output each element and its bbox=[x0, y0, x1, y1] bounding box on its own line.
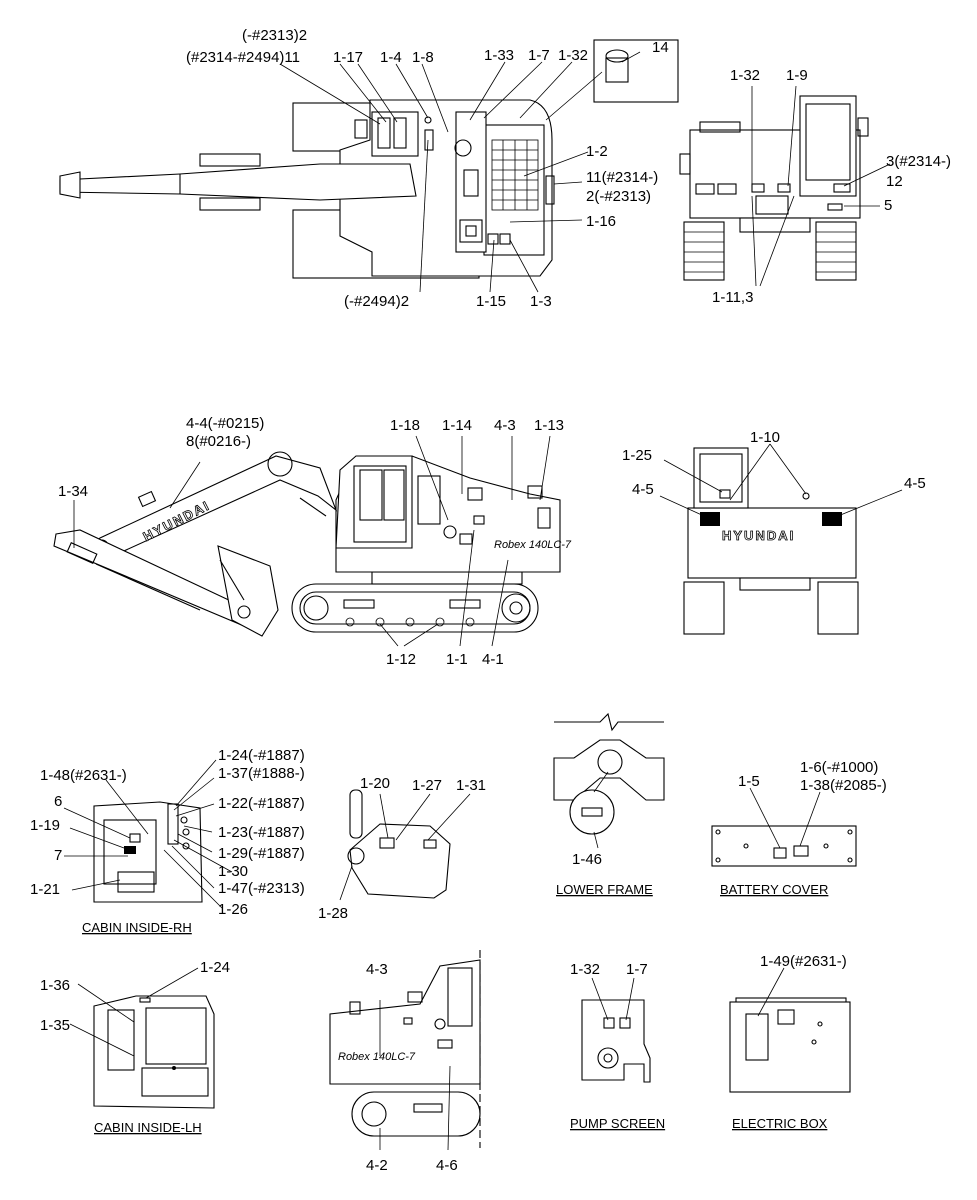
rear-top-label: 3(#2314-) bbox=[886, 153, 951, 170]
side-view-label: 1-18 bbox=[390, 417, 420, 434]
lower-frame: 1-46 LOWER FRAME bbox=[553, 712, 665, 897]
top-plan-label: 1-8 bbox=[412, 49, 434, 66]
pump-screen-label: 1-32 bbox=[570, 961, 600, 978]
rear-view-label: 4-5 bbox=[904, 475, 926, 492]
cabin-lh-caption: CABIN INSIDE-LH bbox=[94, 1120, 202, 1135]
console: 1-20 1-27 1-31 1-28 bbox=[318, 775, 486, 922]
side-partial-view: Robex 140LC-7 4-3 4-2 4-6 bbox=[329, 950, 481, 1174]
pump-screen: 1-32 1-7 PUMP SCREEN bbox=[570, 961, 665, 1131]
side-view-label: 1-34 bbox=[58, 483, 88, 500]
rear-brand: HYUNDAI bbox=[722, 528, 795, 543]
console-label: 1-31 bbox=[456, 777, 486, 794]
cabin-inside-lh: 1-24 1-36 1-35 CABIN INSIDE-LH bbox=[40, 959, 230, 1135]
side-partial-label: 4-3 bbox=[366, 961, 388, 978]
electric-box-label: 1-49(#2631-) bbox=[760, 953, 847, 970]
battery-cover: 1-6(-#1000) 1-38(#2085-) 1-5 BATTERY COV… bbox=[711, 759, 887, 897]
cabin-rh-label: 1-37(#1888-) bbox=[218, 765, 305, 782]
cabin-rh-label: 1-29(-#1887) bbox=[218, 845, 305, 862]
rear-top-label: 1-11,3 bbox=[712, 289, 753, 306]
cabin-rh-label: 7 bbox=[54, 847, 62, 864]
model-script: Robex 140LC-7 bbox=[494, 539, 572, 551]
cabin-lh-label: 1-24 bbox=[200, 959, 230, 976]
electric-box-caption: ELECTRIC BOX bbox=[732, 1116, 828, 1131]
top-plan-label: 14 bbox=[652, 39, 669, 56]
top-plan-label: 1-3 bbox=[530, 293, 552, 310]
rear-view-label: 1-10 bbox=[750, 429, 780, 446]
side-view-label: 4-1 bbox=[482, 651, 504, 668]
side-view-label: 4-3 bbox=[494, 417, 516, 434]
battery-cover-label: 1-6(-#1000) bbox=[800, 759, 878, 776]
lower-frame-label: 1-46 bbox=[572, 851, 602, 868]
lower-frame-caption: LOWER FRAME bbox=[556, 882, 653, 897]
cabin-rh-label: 1-19 bbox=[30, 817, 60, 834]
side-view-label: 1-14 bbox=[442, 417, 472, 434]
cabin-rh-label: 1-47(-#2313) bbox=[218, 880, 305, 897]
cabin-rh-caption: CABIN INSIDE-RH bbox=[82, 920, 192, 935]
rear-view-label: 1-25 bbox=[622, 447, 652, 464]
cabin-lh-label: 1-35 bbox=[40, 1017, 70, 1034]
rear-view: HYUNDAI 1-25 1-10 4-5 4-5 bbox=[622, 429, 926, 635]
cabin-rh-label: 1-26 bbox=[218, 901, 248, 918]
cabin-rh-label: 1-48(#2631-) bbox=[40, 767, 127, 784]
rear-top-label: 1-32 bbox=[730, 67, 760, 84]
console-label: 1-20 bbox=[360, 775, 390, 792]
top-plan-label: (-#2313)2 bbox=[242, 27, 307, 44]
side-view-label: 4-4(-#0215) bbox=[186, 415, 264, 432]
cabin-rh-label: 1-22(-#1887) bbox=[218, 795, 305, 812]
cabin-rh-label: 6 bbox=[54, 793, 62, 810]
cabin-rh-label: 1-30 bbox=[218, 863, 248, 880]
side-partial-label: 4-6 bbox=[436, 1157, 458, 1174]
top-plan-label: 1-16 bbox=[586, 213, 616, 230]
rear-top-label: 5 bbox=[884, 197, 892, 214]
side-view-label: 8(#0216-) bbox=[186, 433, 251, 450]
top-plan-label: (-#2494)2 bbox=[344, 293, 409, 310]
rear-top-label: 12 bbox=[886, 173, 903, 190]
top-plan-label: 1-17 bbox=[333, 49, 363, 66]
top-plan-label: 1-7 bbox=[528, 47, 550, 64]
rear-top-view: 1-32 1-9 3(#2314-) 12 5 1-11,3 bbox=[679, 67, 951, 306]
top-plan-label: 11(#2314-) bbox=[586, 169, 658, 186]
top-plan-label: 1-4 bbox=[380, 49, 402, 66]
cabin-rh-label: 1-24(-#1887) bbox=[218, 747, 305, 764]
top-plan-label: 1-33 bbox=[484, 47, 514, 64]
side-view: Robex 140LC-7 HYUNDAI 4-4(-#0215) 8(#021… bbox=[53, 415, 572, 668]
top-plan-label: (#2314-#2494)11 bbox=[186, 49, 300, 66]
battery-cover-label: 1-38(#2085-) bbox=[800, 777, 887, 794]
battery-cover-label: 1-5 bbox=[738, 773, 760, 790]
rear-view-label: 4-5 bbox=[632, 481, 654, 498]
cabin-inside-rh: 1-24(-#1887) 1-37(#1888-) 1-48(#2631-) 6… bbox=[30, 747, 305, 935]
pump-screen-caption: PUMP SCREEN bbox=[570, 1116, 665, 1131]
top-plan-label: 1-15 bbox=[476, 293, 506, 310]
top-plan-label: 1-2 bbox=[586, 143, 608, 160]
cabin-rh-label: 1-21 bbox=[30, 881, 60, 898]
side-view-label: 1-12 bbox=[386, 651, 416, 668]
console-label: 1-28 bbox=[318, 905, 348, 922]
rear-top-label: 1-9 bbox=[786, 67, 808, 84]
side-partial-label: 4-2 bbox=[366, 1157, 388, 1174]
top-plan-label: 2(-#2313) bbox=[586, 188, 651, 205]
side-view-label: 1-13 bbox=[534, 417, 564, 434]
side-view-label: 1-1 bbox=[446, 651, 468, 668]
pump-screen-label: 1-7 bbox=[626, 961, 648, 978]
cabin-lh-label: 1-36 bbox=[40, 977, 70, 994]
console-label: 1-27 bbox=[412, 777, 442, 794]
electric-box: 1-49(#2631-) ELECTRIC BOX bbox=[729, 953, 851, 1131]
top-plan-view: (-#2313)2 (#2314-#2494)11 1-17 1-4 1-8 1… bbox=[59, 27, 679, 310]
cabin-rh-label: 1-23(-#1887) bbox=[218, 824, 305, 841]
model-script-partial: Robex 140LC-7 bbox=[338, 1051, 416, 1063]
top-plan-label: 1-32 bbox=[558, 47, 588, 64]
battery-cover-caption: BATTERY COVER bbox=[720, 882, 828, 897]
